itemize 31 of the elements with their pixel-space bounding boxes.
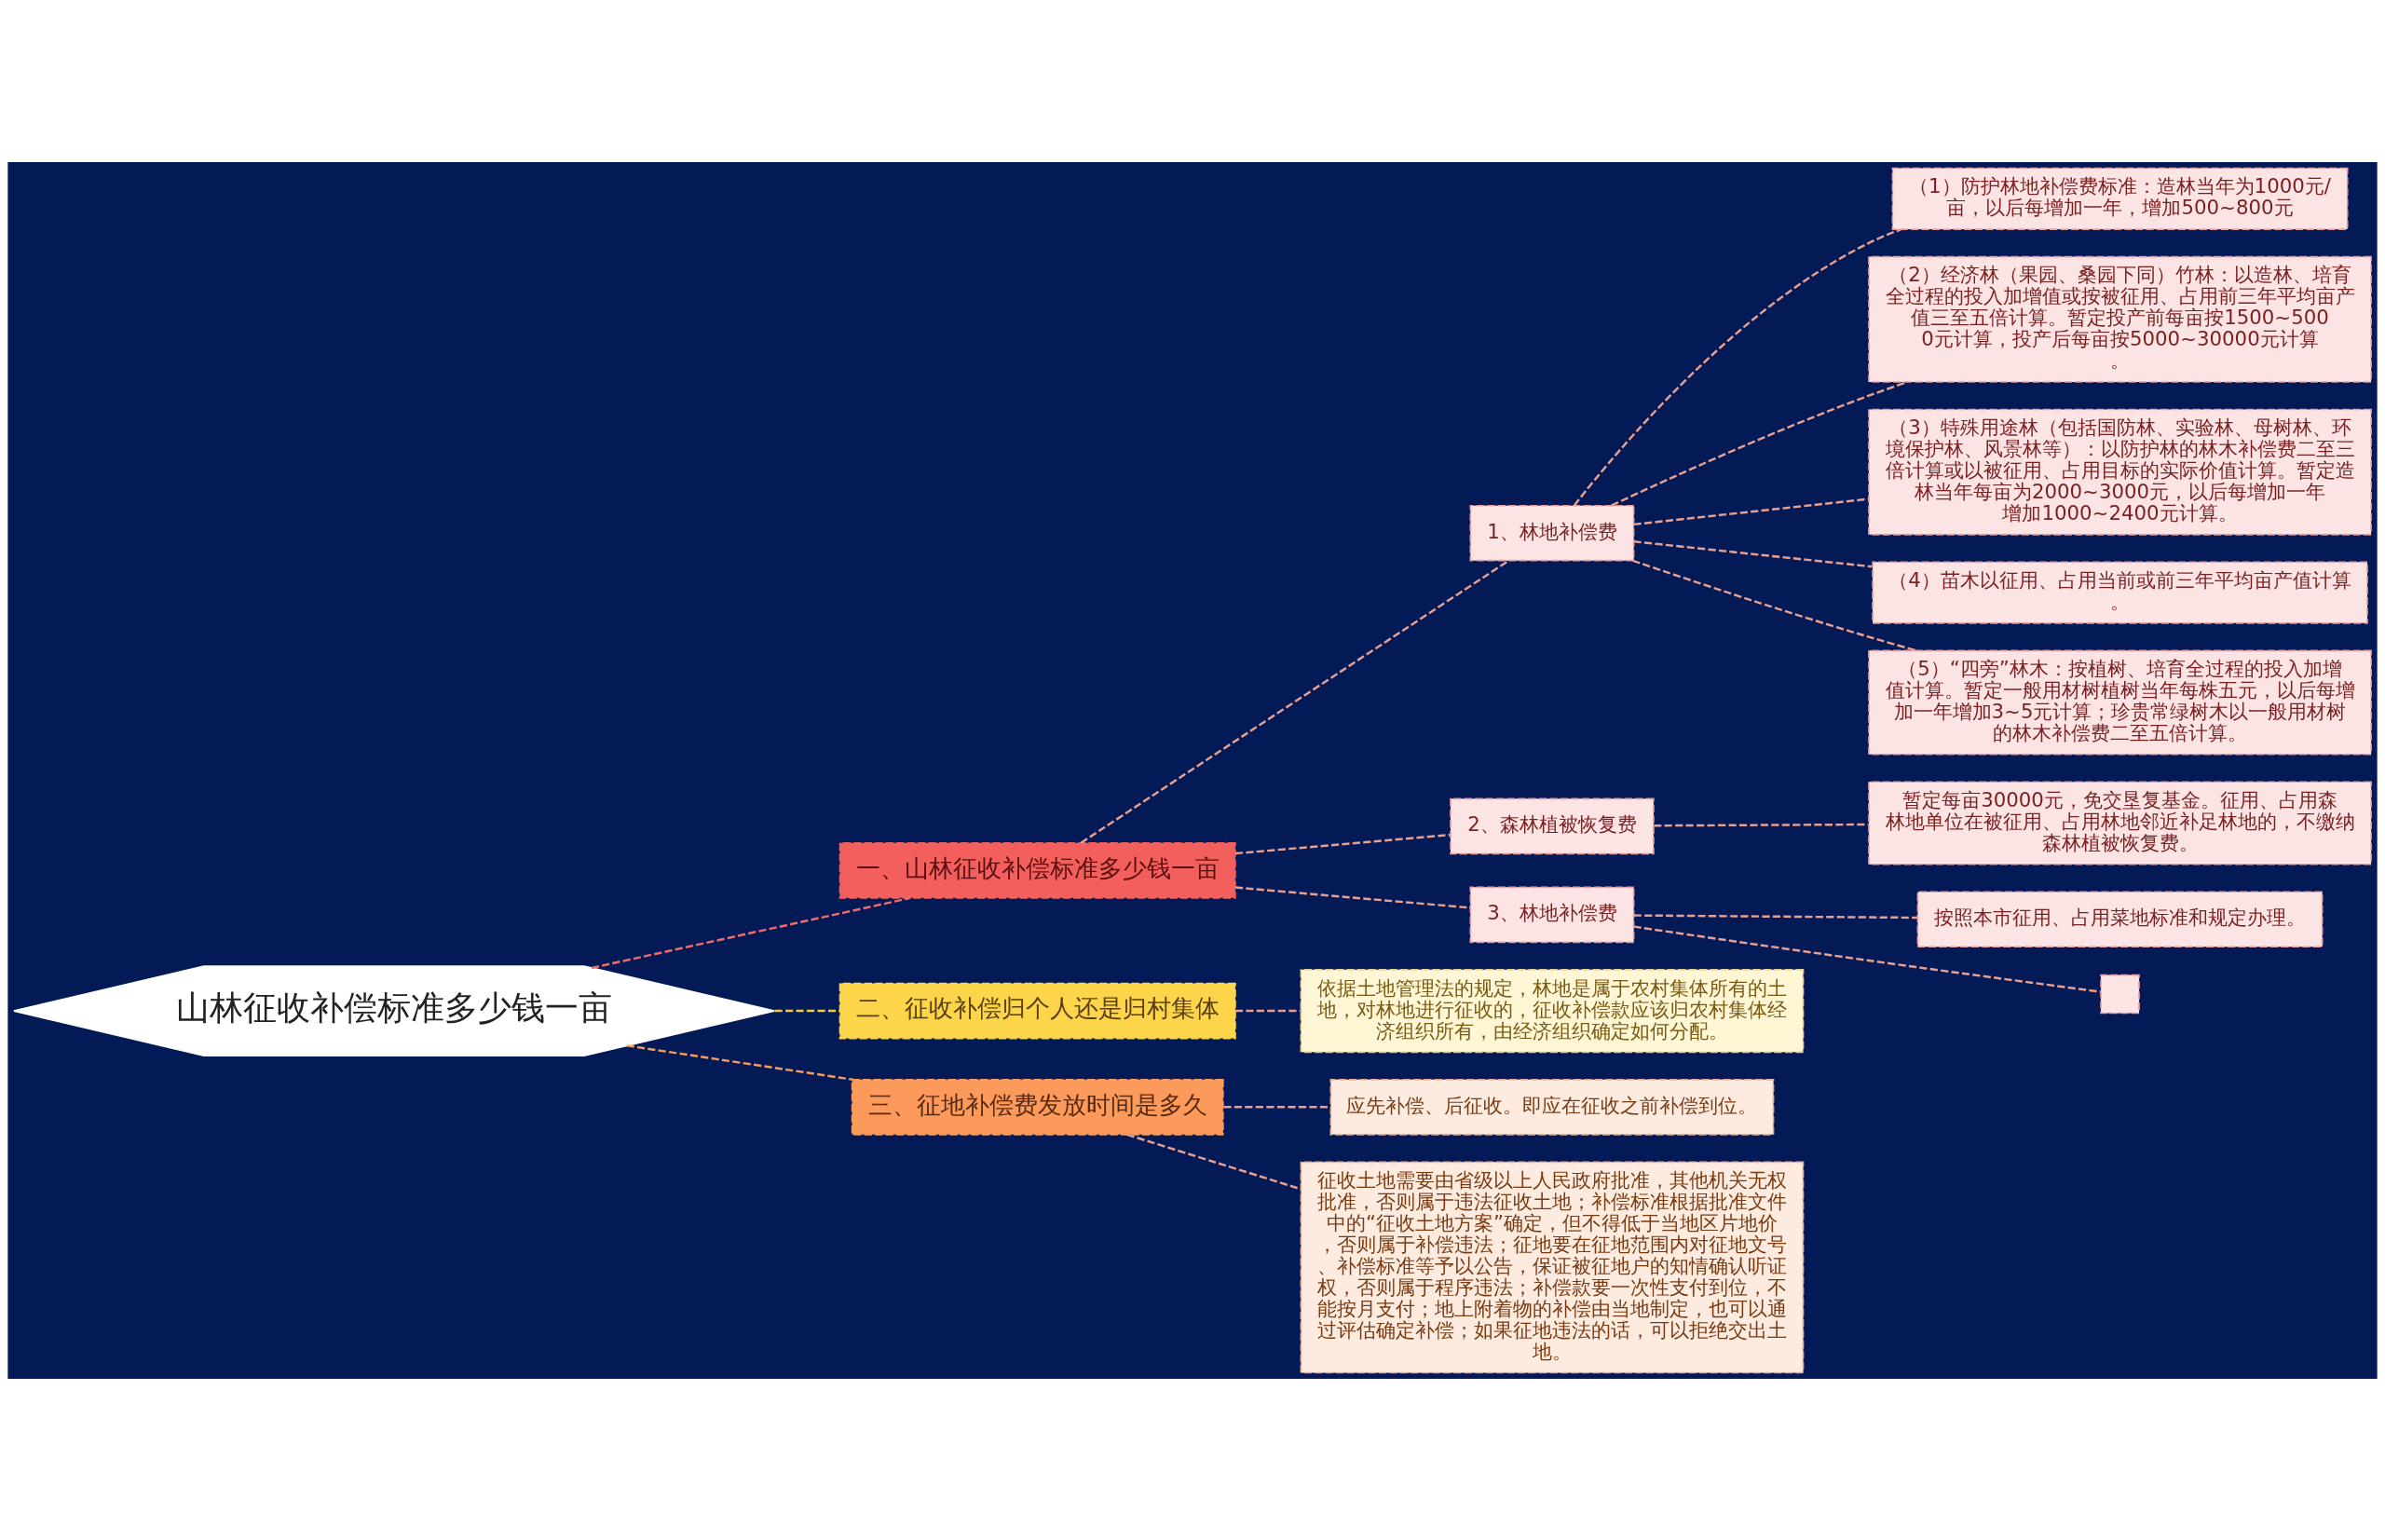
node-box: 2、森林植被恢复费 xyxy=(1450,797,1655,854)
node-box: 应先补偿、后征收。即应在征收之前补偿到位。 xyxy=(1329,1078,1775,1136)
node-box: （4）苗木以征用、占用当前或前三年平均亩产值计算。 xyxy=(1872,561,2368,624)
connector xyxy=(774,1009,840,1012)
node-box: 二、征收补偿归个人还是归村集体 xyxy=(838,982,1236,1039)
connector xyxy=(1080,559,1510,844)
node-box: 一、山林征收补偿标准多少钱一亩 xyxy=(838,841,1236,899)
connector xyxy=(1234,885,1471,909)
node-box: （1）防护林地补偿费标准：造林当年为1000元/亩，以后每增加一年，增加500~800元 xyxy=(1891,167,2349,230)
node-box: 依据土地管理法的规定，林地是属于农村集体所有的土地，对林地进行征收的，征收补偿款应该归农村集体经济组织所有，由经济组织确定如何分配。 xyxy=(1300,968,1805,1053)
node-box: 暂定每亩30000元，免交垦复基金。征用、占用森林地单位在被征用、占用林地邻近补足林地的，不缴纳森林植被恢复费。 xyxy=(1868,780,2372,865)
connector xyxy=(1632,559,1917,651)
connector xyxy=(1633,539,1873,567)
connector xyxy=(1611,380,1908,507)
connector xyxy=(1235,1009,1302,1012)
node-box: 按照本市征用、占用菜地标准和规定办理。 xyxy=(1916,890,2324,947)
node-box: 征收土地需要由省级以上人民政府批准，其他机关无权批准，否则属于违法征收土地；补偿标准根据批准文件中的“征收土地方案”确定，但不得低于当地区片地价，否则属于补偿违法；征地要在征地范围内对征地文号、补偿标准等予以公告，保证被征地户的知情确认听证权，否则属于程序违法；补偿款要一次性支付到位，不能按月支付；地上附着物的补偿由当地制定，也可以通过评估确定补偿；如果征地违法的话，可以拒绝交出土地。 xyxy=(1300,1161,1805,1373)
node-box: 3、林地补偿费 xyxy=(1469,886,1635,943)
node-box: （2）经济林（果园、桑园下同）竹林：以造林、培育全过程的投入加增值或按被征用、占用前三年平均亩产值三至五倍计算。暂定投产前每亩按1500~5000元计算，投产后每亩按5000~30000元计算。 xyxy=(1868,255,2372,383)
node-box: （3）特殊用途林（包括国防林、实验林、母树林、环境保护林、风景林等）：以防护林的林木补偿费二至三倍计算或以被征用、占用目标的实际价值计算。暂定造林当年每亩为2000~3000元，以后每增加一年增加1000~2400元计算。 xyxy=(1868,408,2372,536)
node-box: 三、征地补偿费发放时间是多久 xyxy=(851,1078,1224,1136)
connector xyxy=(1633,924,2102,993)
connector xyxy=(1633,913,1917,919)
connector xyxy=(626,1043,853,1081)
node-box: 1、林地补偿费 xyxy=(1469,504,1635,561)
node-box xyxy=(2100,974,2140,1014)
connector xyxy=(1574,227,1901,506)
connector xyxy=(591,896,911,969)
node-box: （5）“四旁”林木：按植树、培育全过程的投入加增值计算。暂定一般用材树植树当年每株五元，以后每增加一年增加3~5元计算；珍贵常绿树木以一般用材树的林木补偿费二至五倍计算。 xyxy=(1868,649,2372,756)
connector xyxy=(1654,823,1869,826)
connector xyxy=(1234,833,1451,854)
